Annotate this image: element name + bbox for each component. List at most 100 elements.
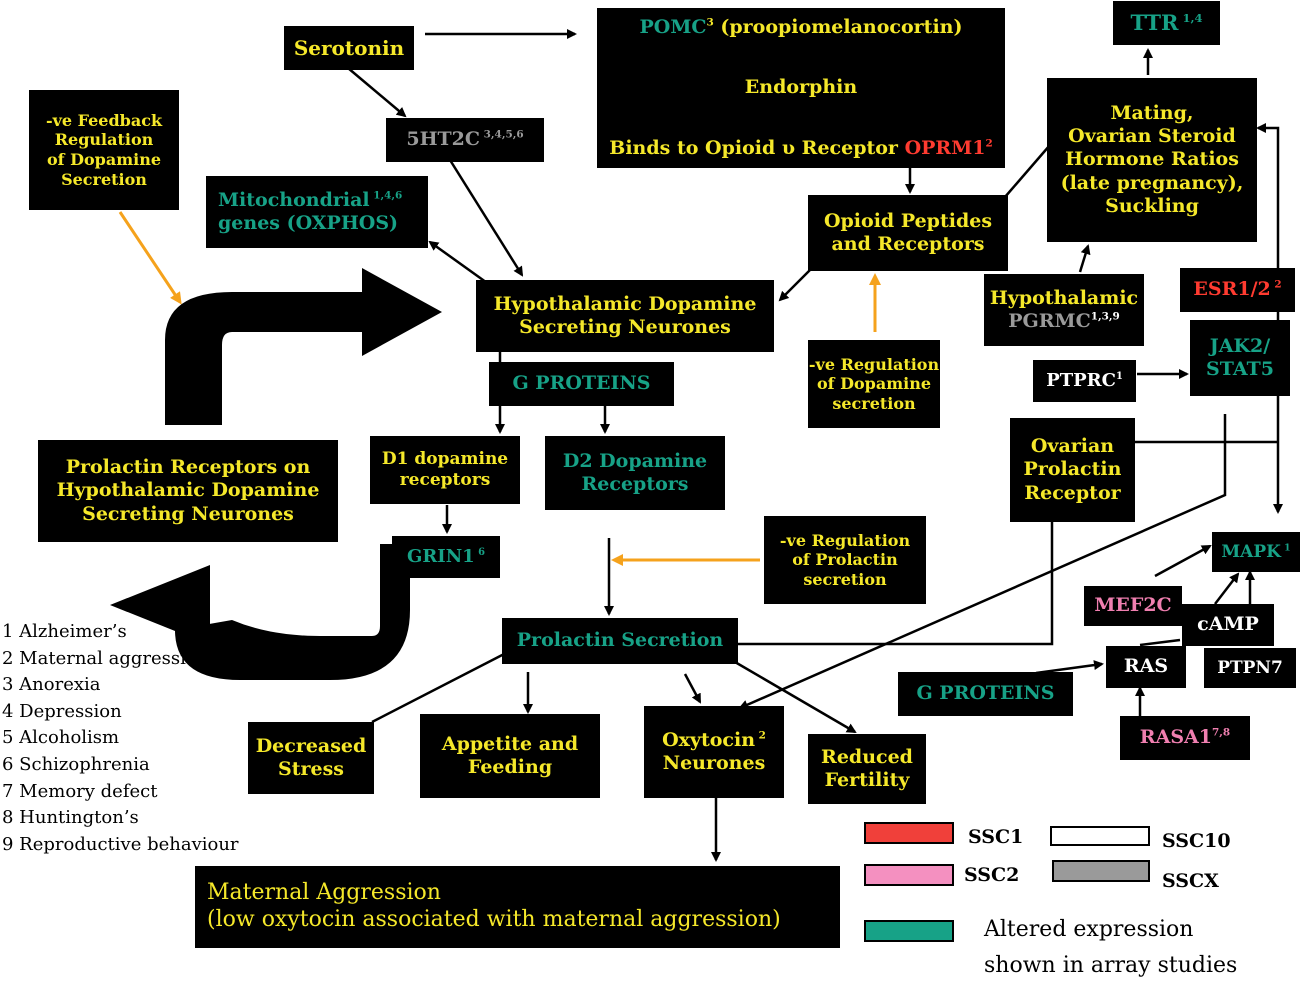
d2-line-1: D2 Dopamine bbox=[562, 449, 708, 472]
disease-key-5: 5 Alcoholism bbox=[2, 727, 120, 749]
camp-to-mapk-arrow bbox=[1214, 572, 1240, 605]
camp-label: cAMP bbox=[1197, 613, 1259, 636]
ptprc-sup: 1 bbox=[1115, 371, 1123, 383]
ttr-line: TTR 1,4 bbox=[1130, 10, 1202, 36]
ttr-sup: 1,4 bbox=[1178, 11, 1203, 26]
grin1-sup: 6 bbox=[474, 547, 486, 559]
disease-key-8: 8 Huntington’s bbox=[2, 807, 139, 829]
5ht2c-node: 5HT2C 3,4,5,6 bbox=[386, 118, 544, 162]
ttr-node: TTR 1,4 bbox=[1113, 1, 1220, 45]
mapk-line: MAPK 1 bbox=[1221, 542, 1290, 563]
mito-sup: 1,4,6 bbox=[369, 189, 403, 202]
legend-altered-line-2: shown in array studies bbox=[984, 953, 1238, 978]
serotonin-to-5ht2c-arrow bbox=[347, 67, 407, 118]
neg-feedback-line-4: Secretion bbox=[61, 169, 147, 189]
disease-key-4: 4 Depression bbox=[2, 700, 122, 722]
opioid-node: Opioid Peptides and Receptors bbox=[808, 195, 1008, 271]
neg-feedback-line-3: of Dopamine bbox=[46, 150, 162, 169]
prolactin-receptors-line-2: Hypothalamic Dopamine bbox=[56, 479, 320, 502]
legend-swatch-sscx bbox=[1052, 860, 1150, 882]
rasa1-label: RASA1 bbox=[1139, 726, 1213, 749]
pgrmc-line-1: Hypothalamic bbox=[989, 286, 1139, 309]
d1-line-1: D1 dopamine bbox=[381, 449, 509, 470]
pomc-node: POMC3 (proopiomelanocortin) Endorphin Bi… bbox=[597, 8, 1005, 168]
grin1-line: GRIN1 6 bbox=[407, 546, 485, 568]
ptpn7-label: PTPN7 bbox=[1217, 657, 1283, 678]
opioid-line-1: Opioid Peptides bbox=[823, 209, 993, 232]
maternal-line-2: (low oxytocin associated with maternal a… bbox=[207, 907, 781, 932]
mapk-sup: 1 bbox=[1280, 541, 1291, 553]
esr-line: ESR1/2 2 bbox=[1193, 278, 1281, 301]
mito-line-2: genes (OXPHOS) bbox=[218, 212, 399, 234]
5ht2c-label: 5HT2C bbox=[406, 128, 481, 151]
hypothalamic-dopamine-line-1: Hypothalamic Dopamine bbox=[493, 292, 757, 315]
pgrmc-sup: 1,3,9 bbox=[1090, 310, 1120, 323]
ovarian-line-2: Prolactin bbox=[1023, 458, 1122, 481]
mating-line-4: (late pregnancy), bbox=[1060, 171, 1244, 194]
grin1-label: GRIN1 bbox=[406, 546, 475, 568]
pomc-rest: (proopiomelanocortin) bbox=[713, 16, 963, 38]
mapk-node: MAPK 1 bbox=[1212, 532, 1300, 572]
appetite-node: Appetite and Feeding bbox=[420, 714, 600, 798]
ovarian-prolactin-node: Ovarian Prolactin Receptor bbox=[1010, 418, 1135, 522]
d2-line-2: Receptors bbox=[581, 473, 689, 495]
mating-line-5: Suckling bbox=[1105, 194, 1199, 217]
disease-key-3: 3 Anorexia bbox=[2, 674, 101, 696]
reduced-fertility-line-2: Fertility bbox=[824, 769, 910, 791]
prolactin-receptors-line-3: Secreting Neurones bbox=[82, 502, 294, 525]
big-curved-arrow-upper bbox=[165, 268, 442, 425]
maternal-line-1: Maternal Aggression bbox=[207, 880, 441, 906]
mating-node: Mating, Ovarian Steroid Hormone Ratios (… bbox=[1047, 78, 1257, 242]
decreased-stress-line-1: Decreased bbox=[255, 734, 367, 757]
pgrmc-to-mating-arrow bbox=[1078, 244, 1091, 273]
legend-swatch-ssc1 bbox=[864, 822, 954, 844]
mef2c-to-mapk-arrow bbox=[1154, 544, 1212, 578]
mating-line-2: Ovarian Steroid bbox=[1068, 125, 1236, 148]
neg-reg-dopamine-line-3: secretion bbox=[832, 393, 916, 413]
mito-node: Mitochondrial 1,4,6 genes (OXPHOS) bbox=[206, 176, 428, 248]
appetite-line-1: Appetite and bbox=[441, 732, 579, 755]
pgrmc-label: PGRMC bbox=[1008, 310, 1091, 332]
legend-altered-line-1: Altered expression bbox=[984, 917, 1194, 942]
g-proteins-label-1: G PROTEINS bbox=[512, 372, 651, 395]
hypothalamic-to-mito-arrow bbox=[428, 240, 491, 287]
legend-swatch-ssc2 bbox=[864, 864, 954, 886]
pgrmc-node: Hypothalamic PGRMC1,3,9 bbox=[984, 274, 1144, 346]
prolactin-receptors-node: Prolactin Receptors on Hypothalamic Dopa… bbox=[38, 440, 338, 542]
disease-key-9: 9 Reproductive behaviour bbox=[2, 833, 239, 855]
pgrmc-line-2: PGRMC1,3,9 bbox=[1008, 310, 1120, 333]
decreased-stress-node: Decreased Stress bbox=[248, 722, 374, 794]
binds-label: Binds to Opioid υ Receptor bbox=[609, 136, 905, 159]
ptpn7-node: PTPN7 bbox=[1204, 648, 1296, 688]
oxytocin-line: Oxytocin 2 bbox=[662, 729, 766, 752]
d2-node: D2 Dopamine Receptors bbox=[545, 436, 725, 510]
oprm1-sup: 2 bbox=[985, 137, 993, 150]
d1-node: D1 dopamine receptors bbox=[370, 436, 520, 504]
oxytocin-label: Oxytocin bbox=[662, 728, 756, 751]
neg-feedback-line-1: -ve Feedback bbox=[45, 110, 163, 130]
serotonin-node: Serotonin bbox=[284, 26, 414, 70]
neg-reg-dopamine-line-2: of Dopamine bbox=[816, 374, 932, 394]
neg-feedback-node: -ve Feedback Regulation of Dopamine Secr… bbox=[29, 90, 179, 210]
ttr-label: TTR bbox=[1130, 10, 1179, 36]
pomc-name: POMC bbox=[639, 16, 707, 38]
jak-stat-node: JAK2/ STAT5 bbox=[1190, 320, 1290, 396]
camp-node: cAMP bbox=[1182, 604, 1274, 646]
opioid-line-2: and Receptors bbox=[831, 233, 985, 255]
rasa1-sup: 7,8 bbox=[1212, 727, 1231, 740]
rasa1-node: RASA17,8 bbox=[1120, 716, 1250, 760]
hypothalamic-dopamine-line-2: Secreting Neurones bbox=[519, 316, 731, 338]
g-proteins-label-2: G PROTEINS bbox=[916, 682, 1055, 705]
ras-label: RAS bbox=[1123, 655, 1169, 678]
neg-reg-prolactin-line-2: of Prolactin bbox=[792, 550, 898, 570]
ptprc-line: PTPRC1 bbox=[1046, 370, 1123, 392]
neg-reg-prolactin-node: -ve Regulation of Prolactin secretion bbox=[764, 516, 926, 604]
ovarian-line-3: Receptor bbox=[1024, 481, 1121, 504]
mating-line-3: Hormone Ratios bbox=[1065, 148, 1239, 171]
disease-key: 1 Alzheimer’s 2 Maternal aggression 3 An… bbox=[2, 619, 239, 858]
ptprc-node: PTPRC1 bbox=[1033, 360, 1136, 402]
mef2c-label: MEF2C bbox=[1094, 594, 1172, 617]
jak-line-2: STAT5 bbox=[1206, 358, 1274, 380]
reduced-fertility-node: Reduced Fertility bbox=[808, 734, 926, 804]
ptprc-label: PTPRC bbox=[1046, 370, 1116, 392]
